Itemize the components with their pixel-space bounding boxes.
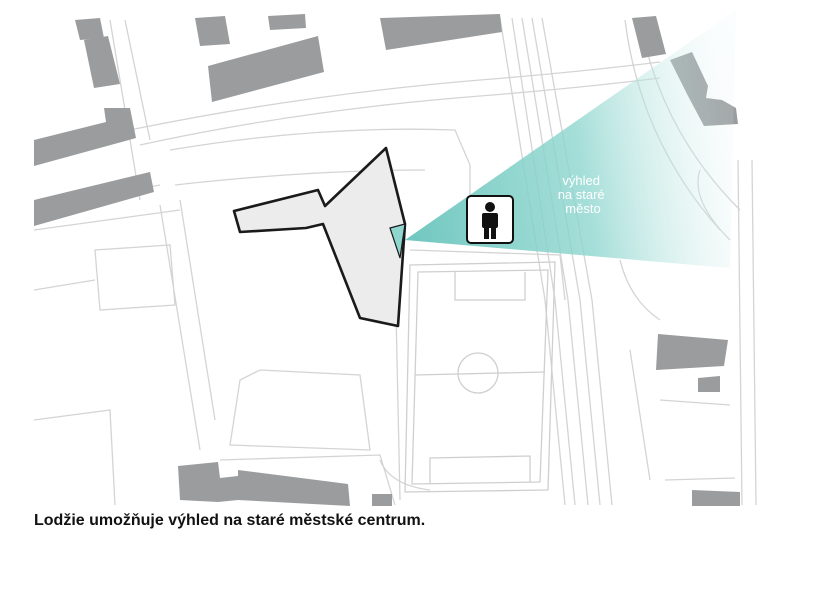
person-icon — [466, 195, 514, 244]
map-caption: Lodžie umožňuje výhled na staré městské … — [34, 512, 426, 529]
loggia — [389, 223, 406, 259]
view-label-line-3: město — [565, 201, 600, 216]
view-label: výhled na staré město — [558, 173, 609, 216]
view-label-line-1: výhled — [562, 173, 600, 188]
view-cone — [405, 10, 736, 268]
sports-field — [404, 261, 556, 493]
project-building — [232, 146, 407, 328]
view-label-line-2: na staré — [558, 187, 605, 202]
street-lines — [33, 17, 757, 506]
